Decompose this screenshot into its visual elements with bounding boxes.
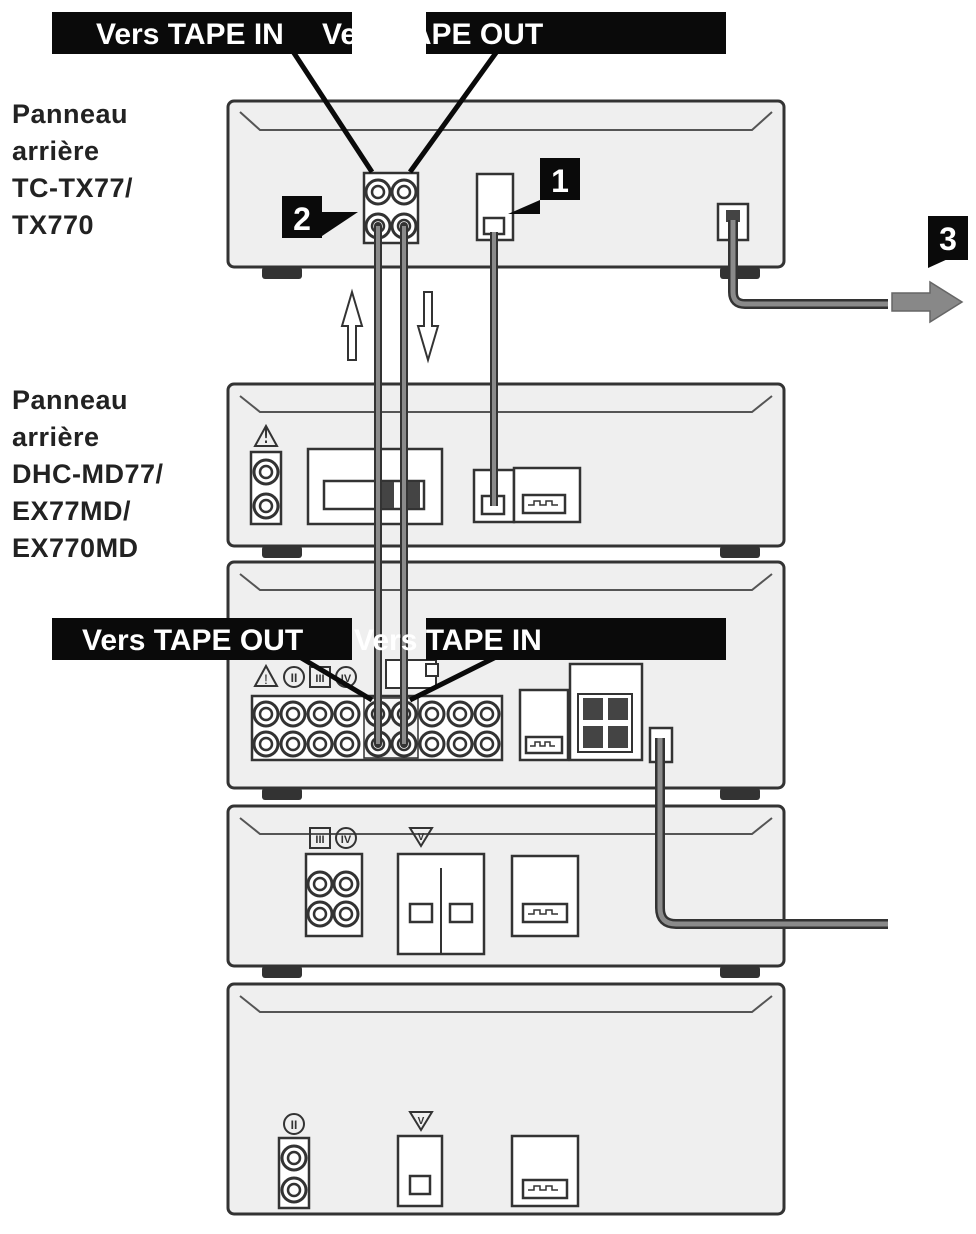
mark-v-cd: V bbox=[418, 1116, 425, 1127]
power-cord-amp bbox=[655, 738, 888, 929]
step-2-text: 2 bbox=[293, 201, 311, 237]
mark-ii: II bbox=[291, 671, 298, 685]
mark-ii-cd: II bbox=[291, 1118, 298, 1132]
tuner-unit: III IV V bbox=[226, 804, 786, 978]
callout-mid: Vers TAPE OUT Vers TAPE IN bbox=[52, 618, 726, 703]
power-arrow bbox=[891, 280, 964, 324]
step-1-text: 1 bbox=[551, 163, 569, 199]
cd-unit: II V bbox=[226, 982, 786, 1216]
step-badge-2: 2 bbox=[282, 196, 358, 238]
callout-mid-left-text: Vers TAPE OUT bbox=[82, 624, 303, 657]
step-3-text: 3 bbox=[939, 221, 957, 257]
md-unit: ! bbox=[226, 382, 786, 558]
mark-iii: III bbox=[315, 673, 324, 685]
warning-mark-amp: ! bbox=[264, 671, 268, 687]
md-panel-label: Panneau arrière DHC-MD77/ EX77MD/ EX770M… bbox=[12, 385, 164, 563]
callout-top-right-text: Vers TAPE OUT bbox=[322, 18, 543, 51]
mark-iv-tuner: IV bbox=[341, 834, 352, 846]
tape-deck-unit bbox=[226, 99, 786, 279]
direction-arrows bbox=[340, 288, 440, 364]
mark-iv: IV bbox=[341, 673, 352, 685]
deck-panel-label: Panneau arrière TC-TX77/ TX770 bbox=[12, 99, 134, 240]
step-badge-1: 1 bbox=[508, 158, 580, 214]
mark-v-tuner: V bbox=[418, 832, 425, 843]
warning-mark: ! bbox=[262, 424, 270, 448]
mark-iii-tuner: III bbox=[315, 834, 324, 846]
step-badge-3: 3 bbox=[928, 216, 968, 268]
callout-top: Vers TAPE IN Vers TAPE OUT bbox=[52, 12, 726, 174]
amplifier-unit: ! II III IV bbox=[226, 560, 786, 800]
power-cord-deck bbox=[728, 220, 888, 309]
callout-top-left-text: Vers TAPE IN bbox=[96, 18, 284, 51]
callout-mid-right-text: Vers TAPE IN bbox=[354, 624, 542, 657]
